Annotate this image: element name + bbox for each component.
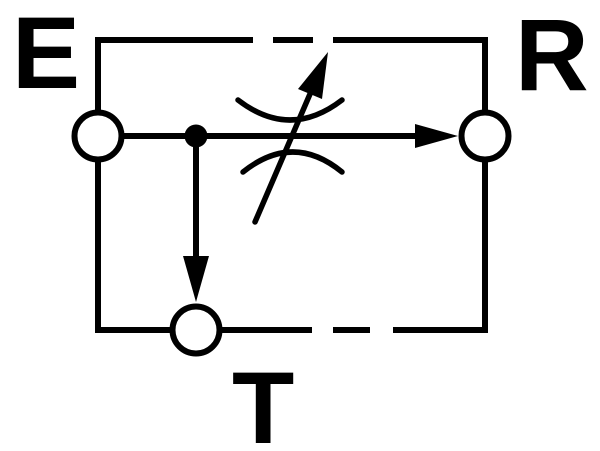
port-label-e: E (12, 0, 80, 110)
flow-arrow-right-icon (415, 124, 458, 148)
port-label-t: T (232, 351, 294, 451)
port-label-r: R (515, 0, 589, 112)
adjustment-arrow-shaft (252, 91, 313, 225)
adjustment-arrow-head (298, 52, 328, 99)
restrictor-arc-upper (235, 97, 345, 123)
port-circle-r (458, 109, 512, 163)
flow-arrow-down-icon (183, 256, 209, 302)
enclosure-left-segment (95, 37, 312, 333)
port-circle-e (71, 109, 125, 163)
port-circle-t (169, 303, 223, 357)
port-circles (71, 109, 512, 357)
restrictor-arc-lower (240, 149, 345, 175)
enclosure-frame (95, 37, 488, 333)
variable-restrictor-icon (235, 52, 345, 225)
junction-dot-icon (184, 124, 208, 148)
flow-lines (98, 133, 416, 257)
flow-markers (183, 124, 458, 302)
port-labels: E R T (12, 0, 589, 451)
enclosure-right-segment (333, 37, 488, 333)
